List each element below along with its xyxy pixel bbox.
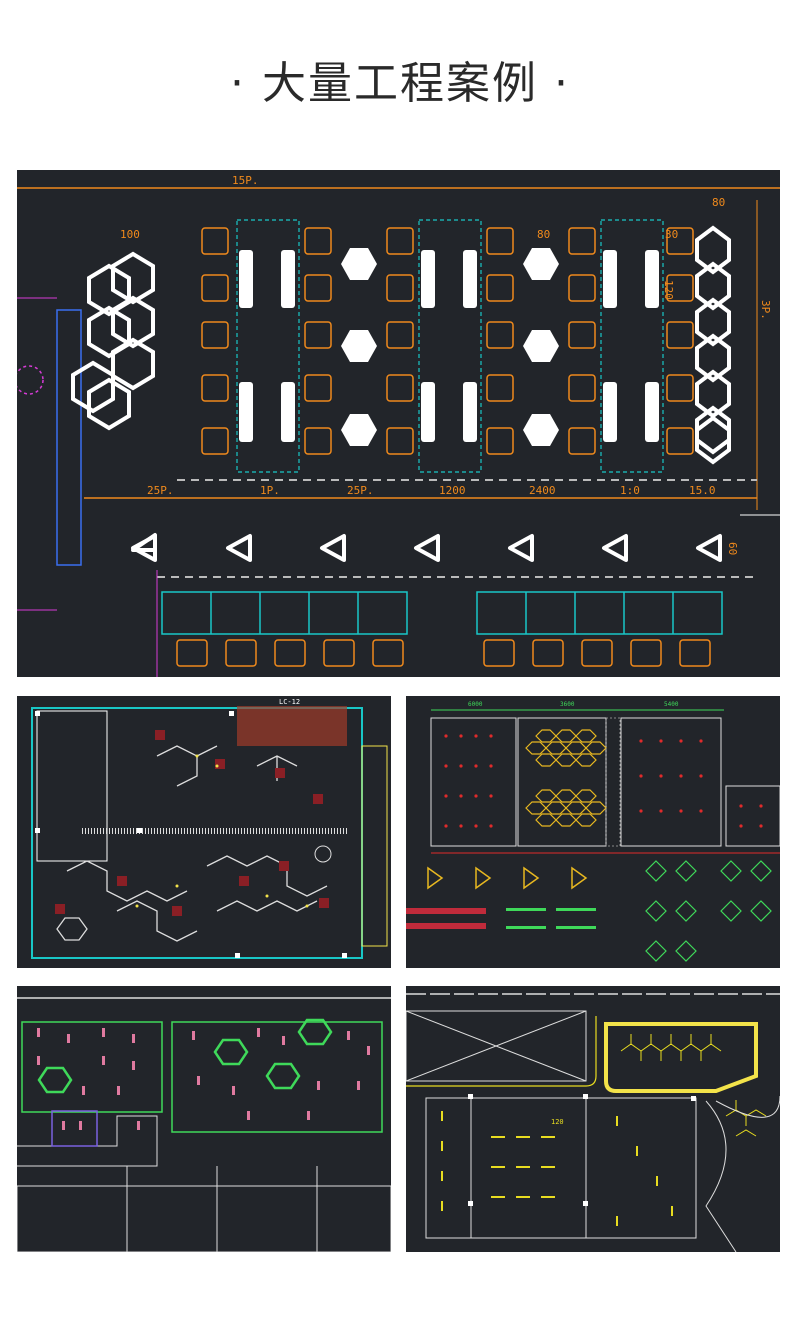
- right-hexagon-column: [695, 225, 731, 465]
- floor-plan-honeycomb-panel: 6000 3600 5400: [406, 696, 780, 968]
- dim-15-0: 15.0: [689, 484, 716, 497]
- dim-2400: 2400: [529, 484, 556, 497]
- floor-plan-hex-branches-panel: LC-12: [17, 696, 391, 968]
- dim-top: 15P.: [232, 174, 259, 187]
- dim-1p: 1P.: [260, 484, 280, 497]
- floor-plan-hex-ceiling-drawing: [17, 997, 391, 1252]
- hex-ceiling-lights: [37, 1018, 333, 1094]
- dim-60: 60: [726, 542, 739, 555]
- floor-plan-hex-ceiling-panel: [17, 986, 391, 1252]
- hex-branch-yellow: [620, 1034, 767, 1137]
- floor-plan-curved-corridor-drawing: 120: [406, 993, 780, 1252]
- dim-30: 30: [665, 228, 678, 241]
- bottom-desk-rows: [161, 591, 723, 635]
- dim-120: 120: [551, 1118, 564, 1126]
- dim-25a: 25P.: [147, 484, 174, 497]
- chairs-grid: [201, 227, 694, 455]
- direction-arrows: [131, 533, 722, 562]
- green-diamonds: [645, 860, 772, 962]
- office-layout-main-drawing: 15P. 100 80 80 30 120 3P. 25P. 1P. 25P. …: [17, 174, 780, 677]
- dim-5400: 5400: [664, 701, 679, 708]
- floor-plan-hex-branches-drawing: LC-12: [31, 698, 388, 959]
- yellow-arrows: [427, 866, 588, 890]
- dim-6000: 6000: [468, 701, 483, 708]
- office-layout-main-panel: 15P. 100 80 80 30 120 3P. 25P. 1P. 25P. …: [17, 170, 780, 677]
- honeycomb-lights: [525, 729, 607, 827]
- floor-plan-honeycomb-drawing: 6000 3600 5400: [406, 701, 780, 962]
- hex-branch-lights: [56, 745, 328, 942]
- page-title: · 大量工程案例 ·: [230, 58, 570, 109]
- dim-80b: 80: [712, 196, 725, 209]
- dim-3p: 3P.: [759, 300, 772, 320]
- dim-1200: 1200: [439, 484, 466, 497]
- dim-25b: 25P.: [347, 484, 374, 497]
- dim-80a: 80: [537, 228, 550, 241]
- dim-120: 120: [662, 280, 675, 300]
- dim-1-0: 1:0: [620, 484, 640, 497]
- yellow-loop: [604, 1022, 758, 1093]
- dim-3600: 3600: [560, 701, 575, 708]
- filled-hexagons: [341, 248, 559, 446]
- floor-plan-curved-corridor-panel: 120: [406, 986, 780, 1252]
- desk-bars: [239, 250, 659, 442]
- dim-100: 100: [120, 228, 140, 241]
- label-lc12: LC-12: [279, 698, 300, 706]
- left-hexagon-cluster: [71, 251, 155, 431]
